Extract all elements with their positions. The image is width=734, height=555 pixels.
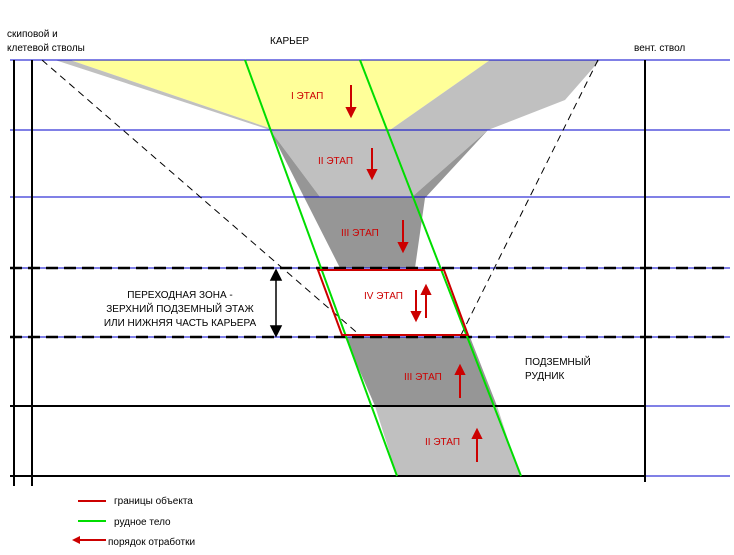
quarry-stage-2-zone bbox=[55, 60, 600, 197]
skip-shafts-label-line1: скиповой и bbox=[7, 29, 58, 40]
object-boundary bbox=[316, 269, 470, 336]
underground-label-line2: РУДНИК bbox=[525, 371, 565, 382]
underground-stage-2-zone bbox=[375, 406, 520, 476]
vent-shaft-label: вент. ствол bbox=[634, 43, 685, 54]
mining-order-arrows bbox=[345, 85, 483, 462]
pit-slope-dashed bbox=[41, 59, 363, 338]
quarry-stage-2-label: II ЭТАП bbox=[318, 156, 353, 167]
skip-shafts-label-line2: клетевой стволы bbox=[7, 43, 85, 54]
transition-label-line1: ПЕРЕХОДНАЯ ЗОНА - bbox=[127, 290, 232, 301]
quarry-stage-1-label: I ЭТАП bbox=[291, 91, 323, 102]
transition-dimension-arrow bbox=[269, 268, 283, 338]
underground-stage-3-label: III ЭТАП bbox=[404, 372, 442, 383]
legend: границы объекта рудное тело порядок отра… bbox=[72, 495, 195, 548]
transition-label-line3: ИЛИ НИЖНЯЯ ЧАСТЬ КАРЬЕРА bbox=[104, 318, 257, 329]
ore-body-line bbox=[359, 59, 522, 477]
pit-slope-dashed bbox=[459, 59, 599, 338]
quarry-stage-1-zone bbox=[70, 60, 490, 130]
legend-ore-body-label: рудное тело bbox=[114, 517, 171, 528]
quarry-stage-3-zone bbox=[270, 130, 488, 268]
transition-stage-4-label: IV ЭТАП bbox=[364, 291, 403, 302]
transition-label-line2: ЗЕРХНИЙ ПОДЗЕМНЫЙ ЭТАЖ bbox=[106, 302, 254, 315]
legend-mining-order-label: порядок отработки bbox=[108, 536, 195, 548]
legend-object-bounds-label: границы объекта bbox=[114, 495, 193, 507]
underground-label-line1: ПОДЗЕМНЫЙ bbox=[525, 355, 591, 368]
ore-body-line bbox=[244, 59, 398, 477]
quarry-label: КАРЬЕР bbox=[270, 36, 309, 47]
underground-stage-2-label: II ЭТАП bbox=[425, 437, 460, 448]
quarry-stage-3-label: III ЭТАП bbox=[341, 228, 379, 239]
legend-mining-order-arrowhead bbox=[72, 536, 80, 544]
